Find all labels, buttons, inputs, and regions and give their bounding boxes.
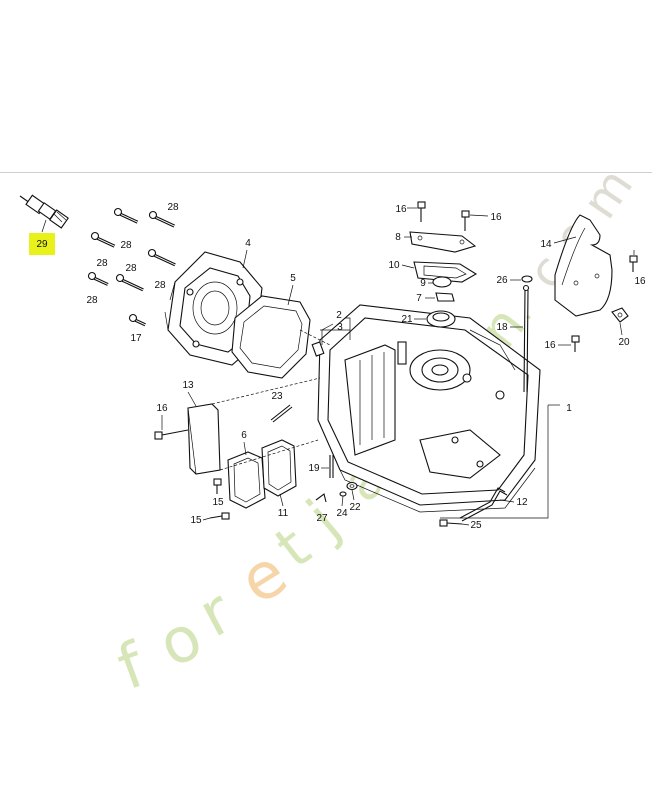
callout-15[interactable]: 15 bbox=[190, 515, 202, 526]
callout-27[interactable]: 27 bbox=[316, 513, 328, 524]
bolt-25-part[interactable] bbox=[439, 519, 463, 527]
callout-13[interactable]: 13 bbox=[182, 380, 194, 391]
callout-10[interactable]: 10 bbox=[388, 260, 400, 271]
filter-part[interactable] bbox=[435, 292, 455, 302]
callout-16[interactable]: 16 bbox=[156, 403, 168, 414]
clip-20-part[interactable] bbox=[611, 307, 629, 323]
callout-20[interactable]: 20 bbox=[618, 337, 630, 348]
callout-16[interactable]: 16 bbox=[490, 212, 502, 223]
spark-plug-part[interactable] bbox=[19, 194, 69, 229]
pin-27-part[interactable] bbox=[315, 493, 327, 503]
callout-1[interactable]: 1 bbox=[566, 403, 572, 414]
callout-24[interactable]: 24 bbox=[336, 508, 348, 519]
valve-part[interactable] bbox=[432, 276, 452, 288]
callout-6[interactable]: 6 bbox=[241, 430, 247, 441]
callout-22[interactable]: 22 bbox=[349, 502, 361, 513]
bracket-13-part[interactable] bbox=[187, 403, 221, 475]
breather-gasket-part[interactable] bbox=[413, 261, 478, 283]
callout-28[interactable]: 28 bbox=[120, 240, 132, 251]
callout-26[interactable]: 26 bbox=[496, 275, 508, 286]
shroud-part[interactable] bbox=[554, 214, 613, 317]
callout-4[interactable]: 4 bbox=[245, 238, 251, 249]
callout-28[interactable]: 28 bbox=[167, 202, 179, 213]
dipstick-rod-part[interactable] bbox=[522, 284, 530, 393]
bolt-16-lower-part[interactable] bbox=[571, 335, 580, 352]
callout-2[interactable]: 2 bbox=[336, 310, 342, 321]
bolt-28-group[interactable] bbox=[87, 207, 177, 327]
watermark-letter: f bbox=[108, 627, 156, 704]
highlight-box bbox=[29, 233, 55, 255]
bolt-15-part[interactable] bbox=[209, 478, 230, 520]
callout-23[interactable]: 23 bbox=[271, 391, 283, 402]
callout-21[interactable]: 21 bbox=[401, 314, 413, 325]
callout-8[interactable]: 8 bbox=[395, 232, 401, 243]
cover-6-part[interactable] bbox=[227, 451, 266, 509]
washer-part[interactable] bbox=[521, 275, 533, 283]
callout-28[interactable]: 28 bbox=[96, 258, 108, 269]
washer-24-part[interactable] bbox=[339, 491, 347, 497]
gasket-11-part[interactable] bbox=[261, 439, 297, 497]
stud-23-part[interactable] bbox=[270, 404, 293, 423]
callout-29[interactable]: 29 bbox=[36, 239, 48, 250]
lever-12-part[interactable] bbox=[459, 487, 508, 522]
washer-22-part[interactable] bbox=[346, 481, 358, 491]
callout-18[interactable]: 18 bbox=[496, 322, 508, 333]
callout-19[interactable]: 19 bbox=[308, 463, 320, 474]
callout-28[interactable]: 28 bbox=[86, 295, 98, 306]
bolt-16-left-part[interactable] bbox=[154, 429, 189, 440]
callout-9[interactable]: 9 bbox=[420, 278, 426, 289]
callout-16[interactable]: 16 bbox=[544, 340, 556, 351]
callout-7[interactable]: 7 bbox=[416, 293, 422, 304]
oil-seal-part[interactable] bbox=[426, 310, 456, 328]
callout-12[interactable]: 12 bbox=[516, 497, 528, 508]
bolt-16-part[interactable] bbox=[417, 201, 470, 231]
callout-28[interactable]: 28 bbox=[125, 263, 137, 274]
dowel-pin-part[interactable] bbox=[311, 341, 325, 357]
callout-17[interactable]: 17 bbox=[130, 333, 142, 344]
callout-11[interactable]: 11 bbox=[278, 508, 289, 519]
callout-16[interactable]: 16 bbox=[634, 276, 646, 287]
callout-14[interactable]: 14 bbox=[540, 239, 552, 250]
callout-25[interactable]: 25 bbox=[470, 520, 482, 531]
breather-plate-part[interactable] bbox=[409, 231, 477, 253]
header-divider bbox=[0, 172, 652, 173]
bolt-16-shroud-part[interactable] bbox=[629, 255, 638, 272]
assembly-guide-lines bbox=[211, 329, 331, 471]
callout-3[interactable]: 3 bbox=[337, 322, 343, 333]
stud-19-part[interactable] bbox=[329, 455, 334, 478]
callout-28[interactable]: 28 bbox=[154, 280, 166, 291]
callout-15[interactable]: 15 bbox=[212, 497, 224, 508]
head-gasket-part[interactable] bbox=[231, 295, 311, 379]
callout-16[interactable]: 16 bbox=[395, 204, 407, 215]
callout-5[interactable]: 5 bbox=[290, 273, 296, 284]
crankcase-part[interactable] bbox=[317, 304, 541, 513]
